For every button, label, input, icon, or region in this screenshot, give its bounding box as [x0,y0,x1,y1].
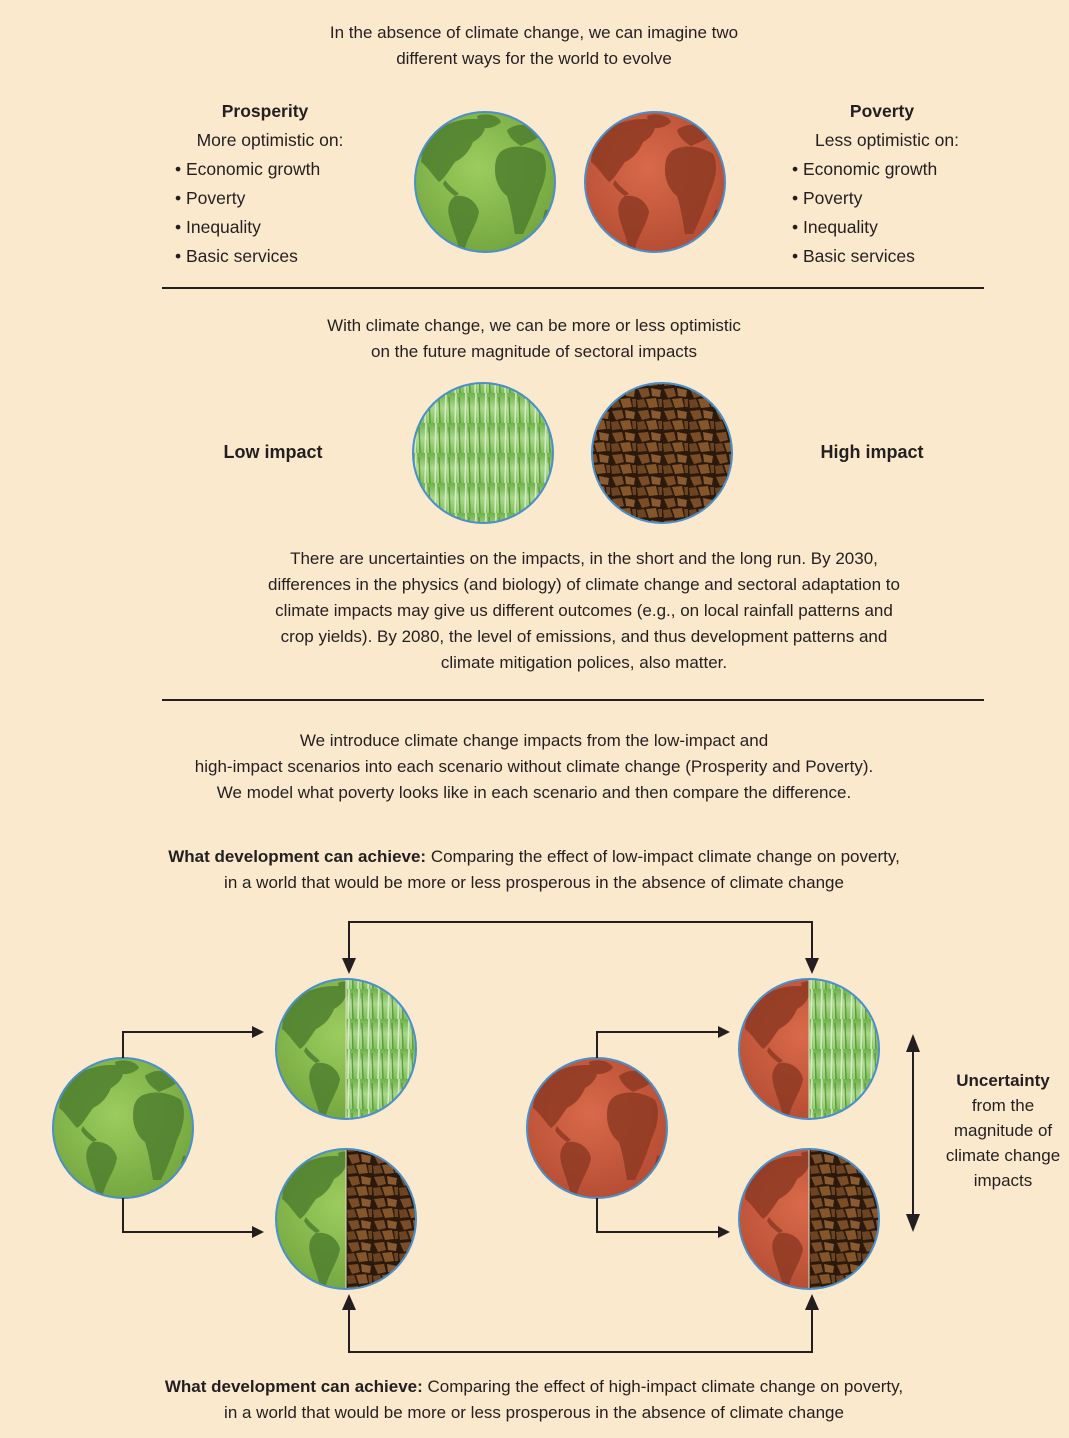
prosperity-globe-icon [415,112,555,252]
poverty-low-impact-globe-icon [739,979,879,1119]
arrow-prosperity-to-low [123,1032,262,1058]
poverty-high-impact-globe-icon [739,1149,879,1289]
poverty-globe-icon [585,112,725,252]
low-impact-comparison-bracket [349,922,812,968]
high-impact-comparison-bracket [349,1300,812,1352]
prosperity-base-globe-icon [53,1058,193,1198]
prosperity-high-impact-globe-icon [276,1149,416,1289]
high-impact-cracked-earth-icon [592,383,732,523]
arrow-poverty-to-low [597,1032,728,1058]
low-impact-grass-icon [413,383,553,523]
arrow-poverty-to-high [597,1198,728,1232]
poverty-base-globe-icon [527,1058,667,1198]
prosperity-low-impact-globe-icon [276,979,416,1119]
arrow-prosperity-to-high [123,1198,262,1232]
